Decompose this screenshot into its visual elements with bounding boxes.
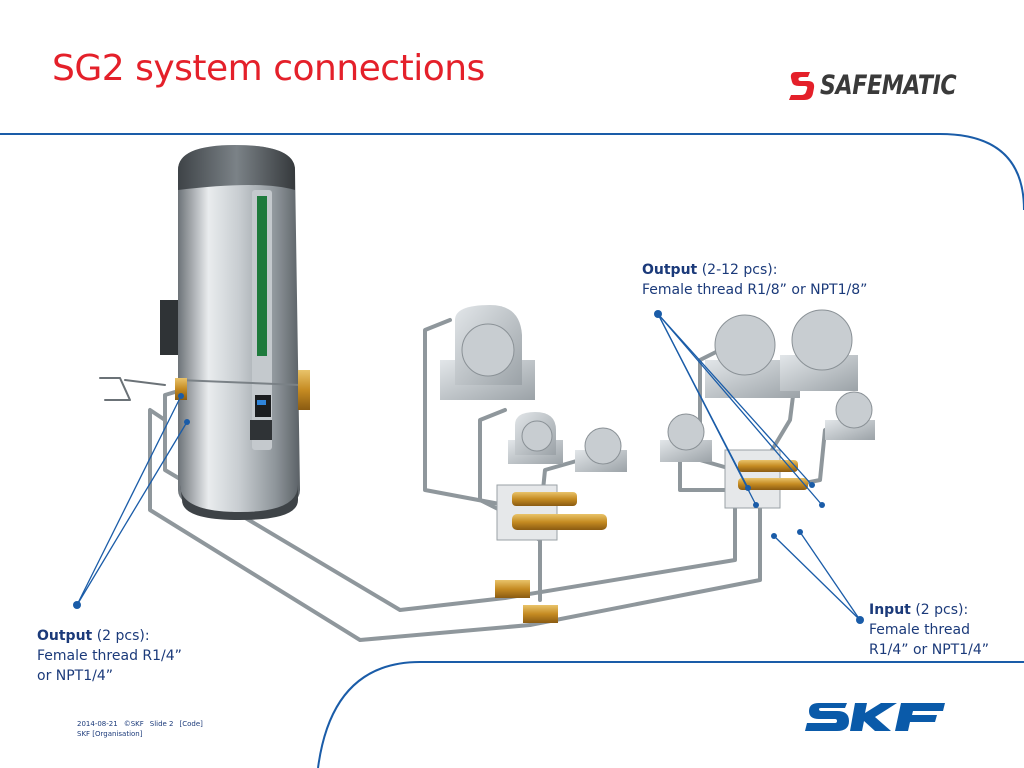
slide-footer: 2014-08-21 ©SKF Slide 2 [Code] SKF [Organis…: [77, 719, 209, 739]
safematic-wordmark: SAFEMATIC: [820, 69, 957, 101]
footer-date: 2014-08-21: [77, 720, 118, 728]
callout-output-left-qty: (2 pcs):: [96, 628, 150, 644]
footer-divider-line: [317, 661, 1024, 768]
callout-output-left-thread: Female thread R1/4”: [37, 648, 182, 664]
callout-input-thread: Female thread: [869, 622, 970, 638]
sg2-pump-unit: [160, 145, 310, 520]
lube-point-pads: [440, 305, 875, 472]
footer-copyright: ©SKF: [123, 720, 144, 728]
footer-slide-number: Slide 2: [149, 720, 174, 728]
callout-output-left-thread-alt: or NPT1/4”: [37, 668, 114, 684]
callout-input-label: Input: [869, 602, 911, 618]
callout-output-right-qty: (2-12 pcs):: [701, 262, 778, 278]
callout-output-right-label: Output: [642, 262, 698, 278]
safematic-s-icon: [788, 68, 818, 102]
callout-input-qty: (2 pcs):: [915, 602, 969, 618]
callout-leaders: [76, 313, 861, 621]
distributor-block-left: [495, 484, 607, 623]
page-title: SG2 system connections: [52, 48, 485, 89]
distributor-block-right: [724, 449, 808, 509]
callout-output-right: Output (2-12 pcs): Female thread R1/8” o…: [642, 260, 867, 300]
skf-logo: [803, 697, 949, 739]
callout-dots: [73, 310, 864, 624]
header-divider-line: [0, 133, 1024, 211]
callout-input-thread-size: R1/4” or NPT1/4”: [869, 642, 989, 658]
footer-organisation: SKF [Organisation]: [77, 730, 143, 738]
callout-output-left-label: Output: [37, 628, 93, 644]
callout-input: Input (2 pcs): Female thread R1/4” or NP…: [869, 600, 989, 660]
safematic-logo: SAFEMATIC: [788, 68, 986, 102]
footer-code: [Code]: [179, 720, 203, 728]
callout-output-right-thread: Female thread R1/8” or NPT1/8”: [642, 282, 868, 298]
callout-output-left: Output (2 pcs): Female thread R1/4” or N…: [37, 626, 182, 686]
